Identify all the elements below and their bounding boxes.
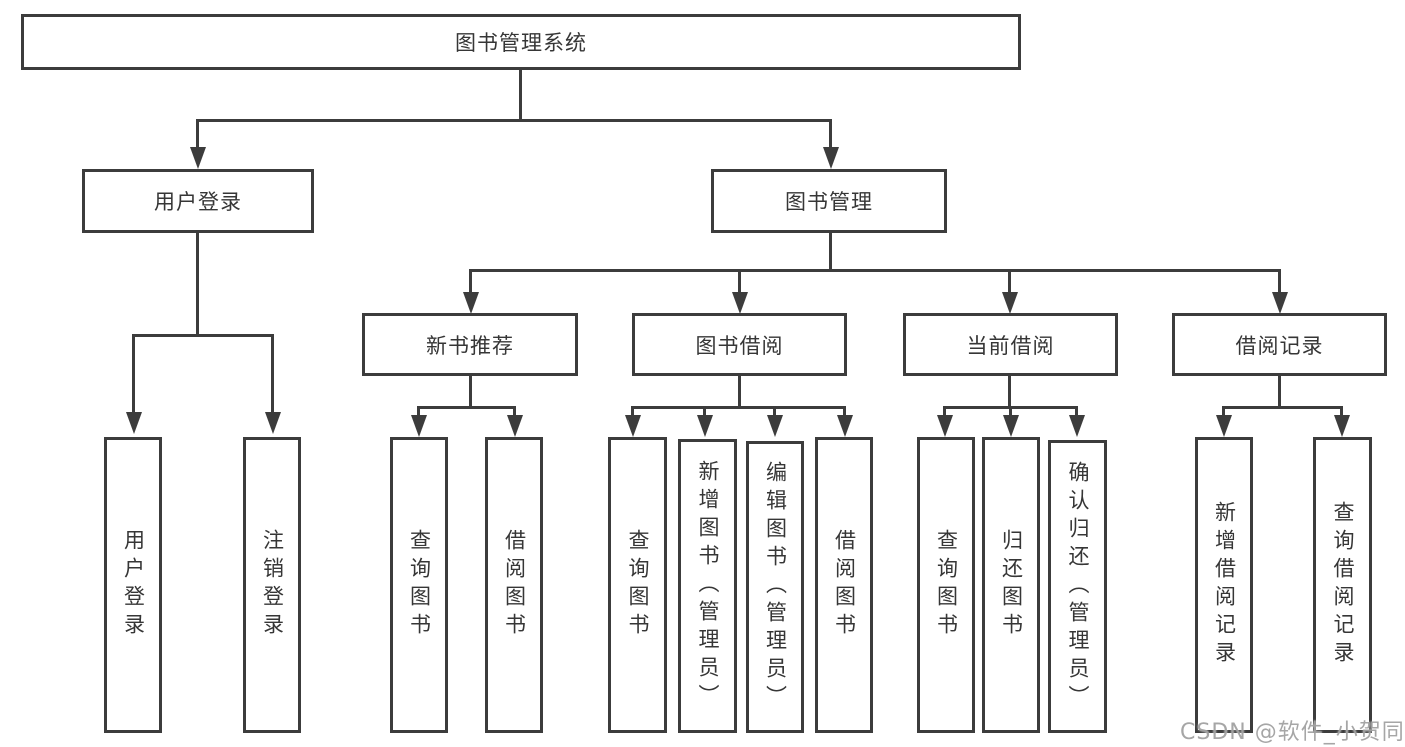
arrowhead-down-icon (463, 292, 479, 314)
connector-line (271, 334, 274, 413)
arrowhead-down-icon (1334, 415, 1350, 437)
arrowhead-down-icon (190, 147, 206, 169)
arrowhead-down-icon (837, 415, 853, 437)
leaf-user-login: 用户登录 (104, 437, 162, 733)
arrowhead-down-icon (767, 415, 783, 437)
connector-line (132, 334, 274, 337)
arrowhead-down-icon (937, 415, 953, 437)
connector-line (469, 375, 472, 407)
arrowhead-down-icon (1003, 415, 1019, 437)
connector-line (1009, 406, 1012, 417)
connector-line (773, 406, 776, 417)
leaf-query-borrow-record: 查询借阅记录 (1313, 437, 1372, 733)
arrowhead-down-icon (823, 147, 839, 169)
node-book-management: 图书管理 (711, 169, 947, 233)
connector-line (738, 269, 741, 294)
leaf-borrow-books: 借阅图书 (815, 437, 873, 733)
connector-line (196, 119, 832, 122)
connector-line (132, 334, 135, 413)
connector-line (469, 269, 1281, 272)
connector-line (1278, 269, 1281, 294)
connector-line (196, 119, 199, 149)
arrowhead-down-icon (625, 415, 641, 437)
leaf-edit-books-admin: 编辑图书（管理员） (746, 441, 804, 733)
leaf-return-books: 归还图书 (982, 437, 1040, 733)
connector-line (943, 406, 946, 417)
csdn-watermark: CSDN @软件_小贺同学 (1180, 720, 1405, 745)
arrowhead-down-icon (1069, 415, 1085, 437)
connector-line (417, 406, 516, 409)
node-user-login: 用户登录 (82, 169, 314, 233)
node-borrow-records: 借阅记录 (1172, 313, 1387, 376)
connector-line (1075, 406, 1078, 417)
arrowhead-down-icon (1216, 415, 1232, 437)
arrowhead-down-icon (265, 412, 281, 434)
connector-line (1008, 375, 1011, 407)
node-root: 图书管理系统 (21, 14, 1021, 70)
connector-line (738, 375, 741, 407)
leaf-add-books-admin: 新增图书（管理员） (678, 439, 737, 733)
arrowhead-down-icon (1002, 292, 1018, 314)
connector-line (1222, 406, 1343, 409)
arrowhead-down-icon (697, 415, 713, 437)
connector-line (843, 406, 846, 417)
connector-line (196, 233, 199, 337)
arrowhead-down-icon (732, 292, 748, 314)
leaf-query-books-current: 查询图书 (917, 437, 975, 733)
connector-line (417, 406, 420, 417)
connector-line (519, 70, 522, 120)
connector-line (829, 119, 832, 149)
connector-line (513, 406, 516, 417)
connector-line (1340, 406, 1343, 417)
leaf-query-books-recommend: 查询图书 (390, 437, 448, 733)
node-new-book-recommend: 新书推荐 (362, 313, 578, 376)
node-book-borrow: 图书借阅 (632, 313, 847, 376)
leaf-logout: 注销登录 (243, 437, 301, 733)
connector-line (829, 233, 832, 271)
arrowhead-down-icon (411, 415, 427, 437)
connector-line (1278, 375, 1281, 407)
connector-line (1222, 406, 1225, 417)
arrowhead-down-icon (126, 412, 142, 434)
leaf-add-borrow-record: 新增借阅记录 (1195, 437, 1253, 733)
connector-line (631, 406, 846, 409)
connector-line (1008, 269, 1011, 294)
connector-line (703, 406, 706, 417)
leaf-borrow-books-recommend: 借阅图书 (485, 437, 543, 733)
connector-line (631, 406, 634, 417)
arrowhead-down-icon (507, 415, 523, 437)
arrowhead-down-icon (1272, 292, 1288, 314)
connector-line (469, 269, 472, 294)
node-current-borrow: 当前借阅 (903, 313, 1118, 376)
leaf-confirm-return-admin: 确认归还（管理员） (1048, 440, 1107, 733)
leaf-query-books-borrow: 查询图书 (608, 437, 667, 733)
